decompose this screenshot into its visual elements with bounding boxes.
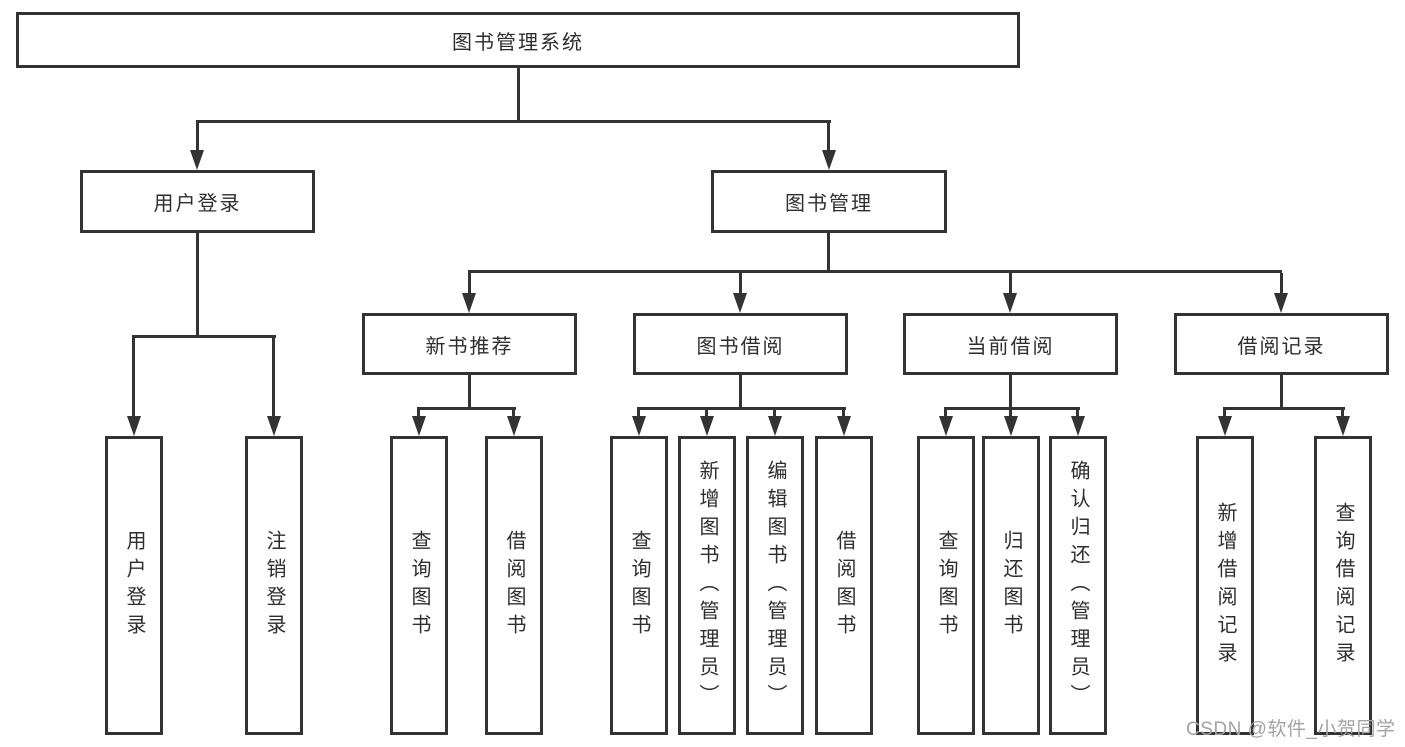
connector-vline xyxy=(196,123,199,153)
watermark: CSDN @软件_小贺同学 xyxy=(1186,719,1396,740)
arrowhead-down-icon xyxy=(507,416,521,436)
connector-vline xyxy=(705,410,708,418)
connector-hline xyxy=(1223,407,1345,410)
leaf-borrowing-add-books-admin: 新增图书（管理员） xyxy=(678,436,736,735)
node-book-borrowing: 图书借阅 xyxy=(633,313,848,375)
connector-vline xyxy=(637,410,640,418)
connector-vline xyxy=(739,273,742,295)
connector-vline xyxy=(1280,273,1283,295)
connector-hline xyxy=(637,407,846,410)
arrowhead-down-icon xyxy=(1004,416,1018,436)
connector-vline xyxy=(944,410,947,418)
leaf-label: 新增借阅记录 xyxy=(1214,501,1236,670)
connector-vline xyxy=(512,410,515,418)
node-library-management-system: 图书管理系统 xyxy=(16,12,1020,68)
leaf-borrowing-edit-books-admin: 编辑图书（管理员） xyxy=(746,436,804,735)
arrowhead-down-icon xyxy=(837,416,851,436)
connector-vline xyxy=(1009,375,1012,409)
arrowhead-down-icon xyxy=(1274,293,1288,313)
leaf-label: 确认归还（管理员） xyxy=(1067,459,1089,712)
arrowhead-down-icon xyxy=(190,150,204,170)
connector-vline xyxy=(827,233,830,272)
connector-vline xyxy=(1009,273,1012,295)
leaf-label: 编辑图书（管理员） xyxy=(764,459,786,712)
leaf-records-query-borrow-record: 查询借阅记录 xyxy=(1314,436,1372,735)
arrowhead-down-icon xyxy=(1218,416,1232,436)
arrowhead-down-icon xyxy=(768,416,782,436)
leaf-label: 查询图书 xyxy=(628,529,650,642)
connector-vline xyxy=(827,123,830,153)
leaf-borrowing-borrow-books: 借阅图书 xyxy=(815,436,873,735)
arrowhead-down-icon xyxy=(733,293,747,313)
leaf-records-add-borrow-record: 新增借阅记录 xyxy=(1196,436,1254,735)
arrowhead-down-icon xyxy=(939,416,953,436)
leaf-user-login: 用户登录 xyxy=(105,436,163,735)
arrowhead-down-icon xyxy=(822,150,836,170)
connector-hline xyxy=(468,270,1282,273)
leaf-label: 查询借阅记录 xyxy=(1332,501,1354,670)
node-user-login: 用户登录 xyxy=(80,170,315,233)
arrowhead-down-icon xyxy=(127,416,141,436)
leaf-newbook-borrow-books: 借阅图书 xyxy=(485,436,543,735)
leaf-current-return-books: 归还图书 xyxy=(982,436,1040,735)
leaf-label: 借阅图书 xyxy=(833,529,855,642)
connector-vline xyxy=(517,68,520,120)
arrowhead-down-icon xyxy=(700,416,714,436)
node-new-book-recommendation: 新书推荐 xyxy=(362,313,577,375)
leaf-label: 新增图书（管理员） xyxy=(696,459,718,712)
leaf-label: 查询图书 xyxy=(935,529,957,642)
connector-vline xyxy=(272,338,275,418)
arrowhead-down-icon xyxy=(632,416,646,436)
leaf-label: 注销登录 xyxy=(263,529,285,642)
connector-vline xyxy=(196,233,199,337)
connector-hline xyxy=(132,335,276,338)
connector-vline xyxy=(773,410,776,418)
leaf-borrowing-query-books: 查询图书 xyxy=(610,436,668,735)
arrowhead-down-icon xyxy=(1003,293,1017,313)
connector-hline xyxy=(417,407,516,410)
connector-vline xyxy=(1280,375,1283,409)
connector-vline xyxy=(1076,410,1079,418)
node-book-management: 图书管理 xyxy=(711,170,947,233)
connector-vline xyxy=(1223,410,1226,418)
connector-vline xyxy=(468,273,471,295)
connector-vline xyxy=(1009,410,1012,418)
leaf-label: 查询图书 xyxy=(408,529,430,642)
connector-vline xyxy=(132,338,135,418)
connector-vline xyxy=(842,410,845,418)
leaf-label: 借阅图书 xyxy=(503,529,525,642)
leaf-label: 归还图书 xyxy=(1000,529,1022,642)
leaf-current-query-books: 查询图书 xyxy=(917,436,975,735)
arrowhead-down-icon xyxy=(267,416,281,436)
connector-vline xyxy=(417,410,420,418)
node-current-borrowing: 当前借阅 xyxy=(903,313,1118,375)
arrowhead-down-icon xyxy=(462,293,476,313)
arrowhead-down-icon xyxy=(1336,416,1350,436)
arrowhead-down-icon xyxy=(412,416,426,436)
leaf-label: 用户登录 xyxy=(123,529,145,642)
connector-vline xyxy=(1341,410,1344,418)
connector-hline xyxy=(196,120,831,123)
connector-vline xyxy=(468,375,471,409)
leaf-current-confirm-return-admin: 确认归还（管理员） xyxy=(1049,436,1107,735)
leaf-logout-login: 注销登录 xyxy=(245,436,303,735)
arrowhead-down-icon xyxy=(1071,416,1085,436)
connector-hline xyxy=(944,407,1080,410)
leaf-newbook-query-books: 查询图书 xyxy=(390,436,448,735)
node-borrowing-records: 借阅记录 xyxy=(1174,313,1389,375)
connector-vline xyxy=(739,375,742,409)
